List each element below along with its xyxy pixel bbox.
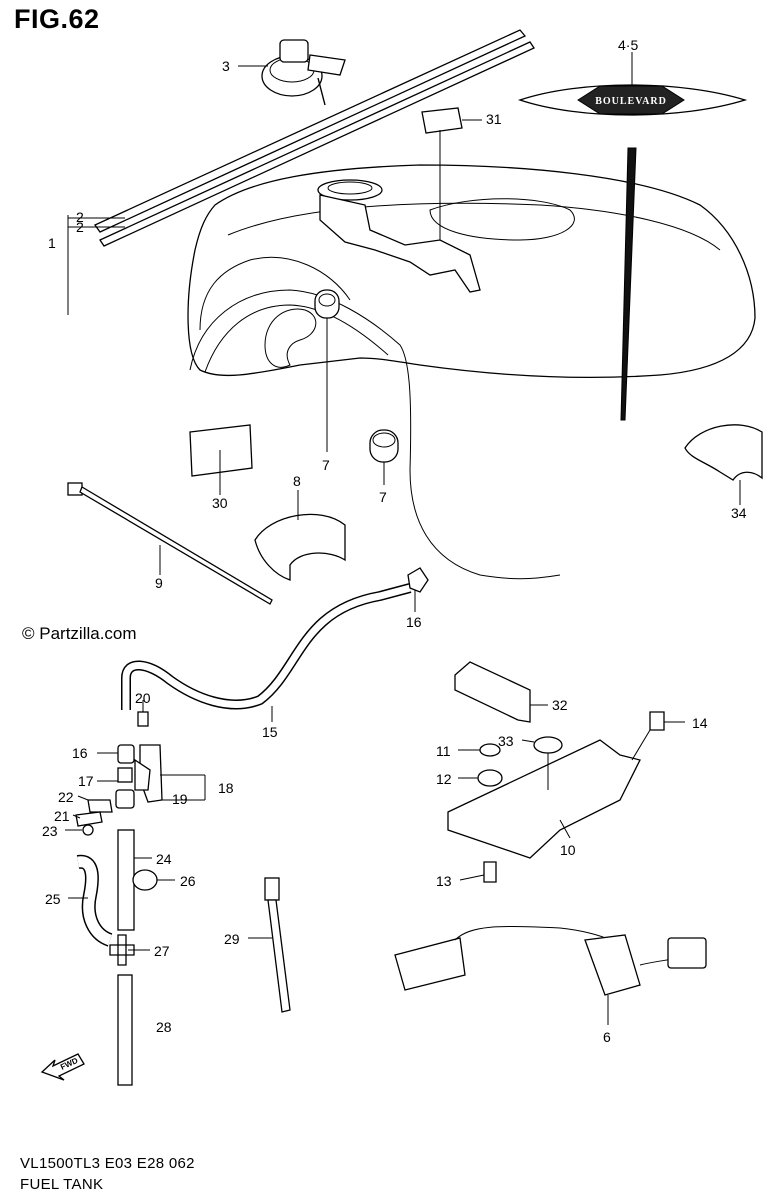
callout-32[interactable]: 32 (552, 697, 568, 713)
callout-1[interactable]: 1 (48, 235, 56, 251)
callout-25[interactable]: 26 (180, 873, 196, 889)
cable-tie[interactable] (67, 482, 273, 605)
rubber-cushion[interactable] (254, 513, 346, 581)
screw[interactable] (137, 711, 149, 727)
tank-bracket-plate[interactable] (447, 739, 641, 859)
callout-17[interactable]: 17 (78, 773, 94, 789)
callout-7[interactable]: 7 (379, 489, 387, 505)
callout-12[interactable]: 12 (436, 771, 452, 787)
cushion[interactable] (477, 769, 503, 787)
callout-4-5[interactable]: 4·5 (618, 37, 638, 53)
callout-13[interactable]: 13 (436, 873, 452, 889)
damper[interactable] (533, 736, 563, 754)
callout-29[interactable]: 29 (224, 931, 240, 947)
side-stripe[interactable] (94, 29, 535, 247)
callout-7[interactable]: 7 (322, 457, 330, 473)
drain-tube[interactable] (117, 829, 135, 931)
callout-23[interactable]: 23 (42, 823, 58, 839)
callout-19[interactable]: 19 (172, 791, 188, 807)
callout-9[interactable]: 9 (155, 575, 163, 591)
tank-cushion[interactable] (369, 429, 399, 463)
callout-30[interactable]: 30 (212, 495, 228, 511)
valve-assembly[interactable] (87, 744, 163, 813)
callout-33[interactable]: 33 (498, 733, 514, 749)
leader-lines (65, 52, 741, 1025)
callout-10[interactable]: 10 (560, 842, 576, 858)
callout-2[interactable]: 2 (76, 209, 84, 225)
callout-11[interactable]: 11 (436, 743, 451, 759)
caution-label[interactable] (421, 107, 463, 134)
bolt[interactable] (649, 711, 665, 731)
fuel-level-gauge[interactable] (394, 925, 707, 996)
hose-joint[interactable] (109, 934, 135, 966)
screw[interactable] (82, 824, 94, 836)
info-label[interactable] (189, 424, 253, 477)
callout-24[interactable]: 24 (156, 851, 172, 867)
callout-16[interactable]: 16 (72, 745, 88, 761)
wire-clamp[interactable] (264, 877, 291, 1013)
callout-3[interactable]: 3 (222, 58, 230, 74)
callout-15[interactable]: 15 (262, 724, 278, 740)
bolt[interactable] (483, 861, 497, 883)
callout-8[interactable]: 8 (293, 473, 301, 489)
callout-18[interactable]: 18 (218, 780, 234, 796)
tank-stripe-decal[interactable] (620, 147, 637, 421)
callout-14[interactable]: 14 (692, 715, 708, 731)
callout-16[interactable]: 16 (406, 614, 422, 630)
rubber-cushion[interactable] (684, 424, 763, 481)
callout-20[interactable]: 20 (135, 690, 151, 706)
figure-title: FIG.62 (14, 4, 100, 34)
copyright-notice: © Partzilla.com (22, 624, 137, 643)
assembly-name: FUEL TANK (20, 1176, 104, 1193)
bracket-cushion[interactable] (454, 661, 531, 723)
hose-clip[interactable] (407, 567, 429, 593)
callout-22[interactable]: 22 (58, 789, 74, 805)
tube-cap[interactable] (132, 869, 158, 891)
forward-arrow: FWD (40, 1053, 85, 1081)
callout-34[interactable]: 34 (731, 505, 747, 521)
callout-31[interactable]: 31 (486, 111, 502, 127)
callout-25[interactable]: 25 (45, 891, 61, 907)
model-code: VL1500TL3 E03 E28 062 (20, 1155, 195, 1172)
drain-hose[interactable] (117, 974, 133, 1086)
callout-6[interactable]: 6 (603, 1029, 611, 1045)
callout-21[interactable]: 21 (54, 808, 70, 824)
callout-27[interactable]: 27 (154, 943, 170, 959)
callout-28[interactable]: 28 (156, 1019, 172, 1035)
tank-cushion[interactable] (314, 289, 340, 319)
callout-numbers: 1 2 2 3 4·5 6 7 7 8 9 10 11 12 13 14 15 … (42, 37, 747, 1045)
tank-emblem[interactable]: BOULEVARD (517, 84, 748, 116)
fuel-cap[interactable] (261, 39, 346, 106)
clamp[interactable] (75, 811, 103, 827)
washer[interactable] (479, 743, 501, 757)
badge-text: BOULEVARD (595, 96, 667, 107)
callout-2[interactable]: 2 (76, 219, 84, 235)
fuel-tank-body[interactable] (187, 164, 756, 580)
